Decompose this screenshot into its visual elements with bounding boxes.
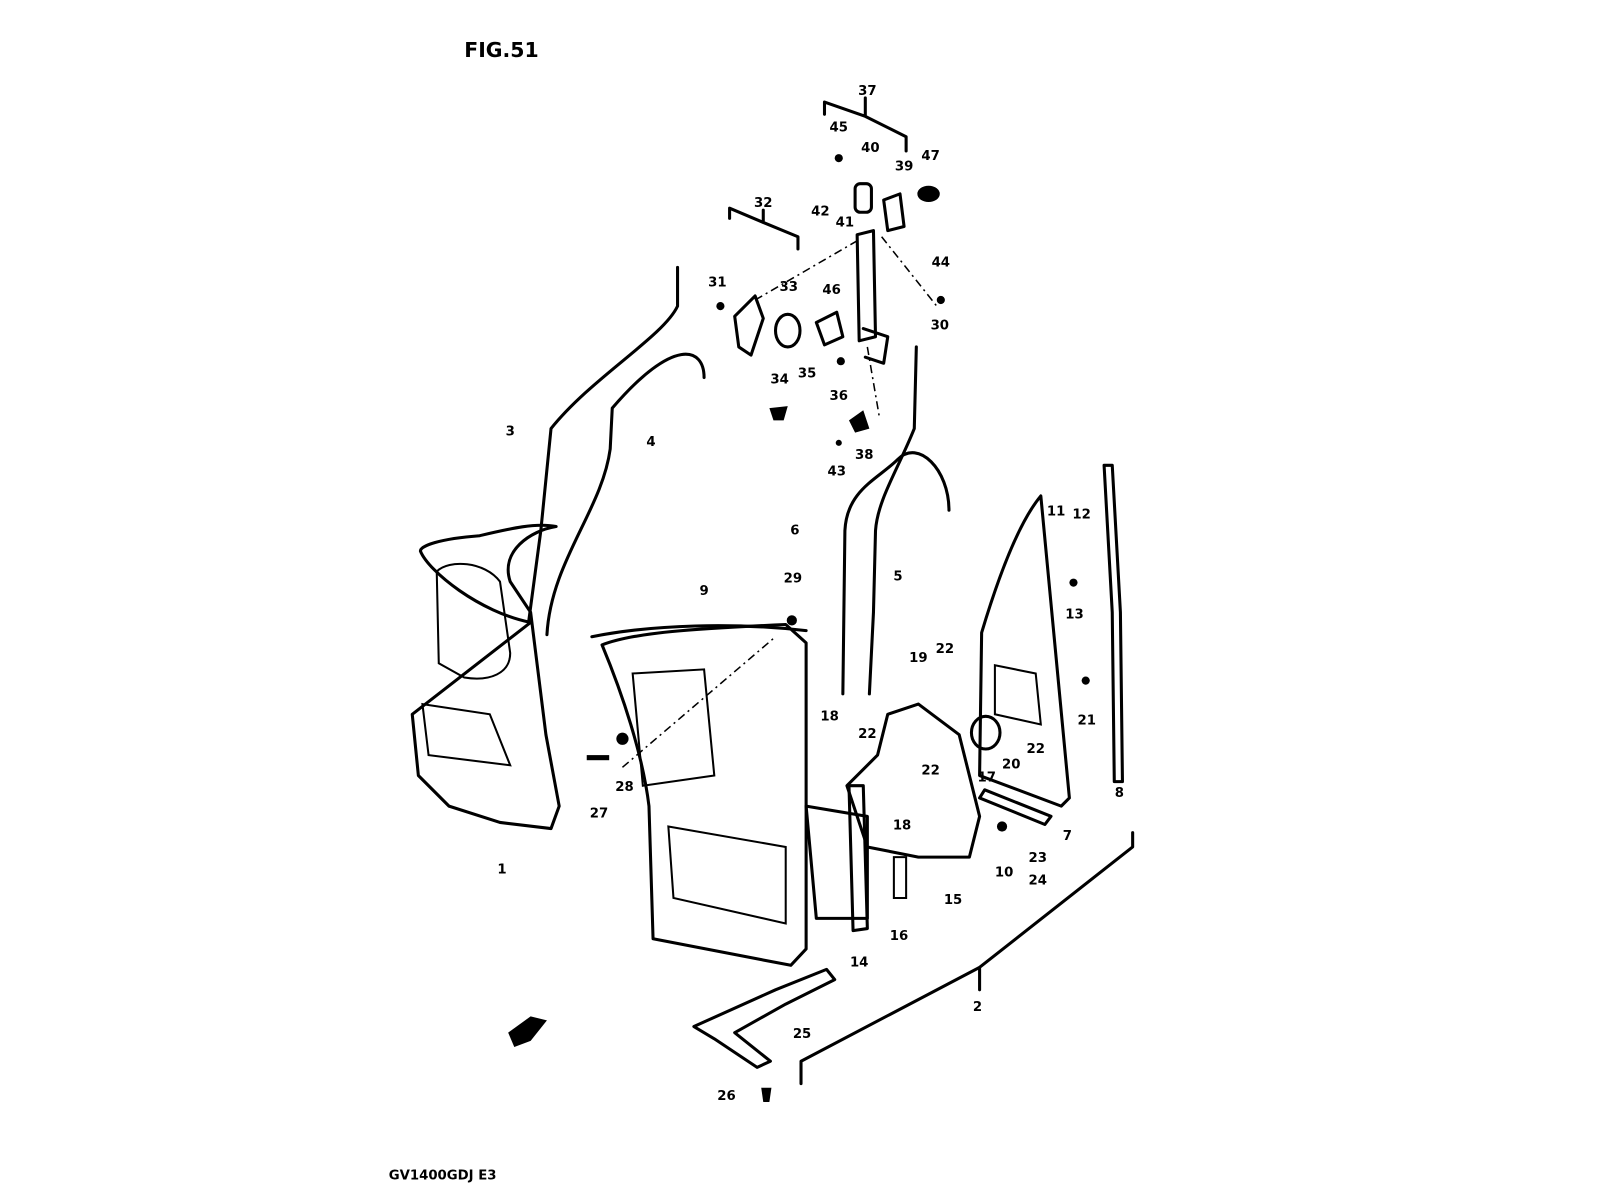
bracket-2: [799, 831, 1135, 1086]
callout-23: 23: [1029, 851, 1047, 866]
part-34-grommet: [769, 406, 788, 421]
callout-22: 22: [1026, 742, 1044, 757]
callout-13: 13: [1065, 607, 1083, 622]
part-2-upper-opening: [631, 668, 716, 787]
callout-31: 31: [708, 276, 726, 291]
part-5-cable: [867, 345, 918, 696]
callout-22: 22: [858, 727, 876, 742]
part-7-window: [993, 664, 1042, 726]
callout-14: 14: [850, 955, 868, 970]
callout-18: 18: [893, 819, 911, 834]
callout-20: 20: [1002, 757, 1020, 772]
callout-11: 11: [1047, 504, 1065, 519]
part-2-center-panel: [600, 622, 808, 967]
fasteners: [586, 154, 1090, 832]
leader-line: [621, 636, 777, 768]
callout-30: 30: [931, 319, 949, 334]
callout-17: 17: [978, 771, 996, 786]
part-31-lock: [733, 294, 765, 357]
model-code-footer: GV1400GDJ E3: [389, 1169, 497, 1184]
callout-32: 32: [754, 196, 772, 211]
callout-5: 5: [893, 570, 902, 585]
callout-28: 28: [615, 780, 633, 795]
part-17-grommet: [969, 714, 1002, 751]
part-40-latch: [853, 182, 873, 214]
callout-46: 46: [822, 283, 840, 298]
callout-6: 6: [790, 524, 799, 539]
part-37-hinge-post: [855, 229, 890, 365]
callout-45: 45: [830, 121, 848, 136]
part-33-knob: [773, 312, 802, 349]
callout-22: 22: [921, 763, 939, 778]
part-6-cable: [841, 451, 951, 696]
part-7-right-panel: [978, 494, 1071, 808]
callout-24: 24: [1029, 874, 1047, 889]
part-9-trim-strip: [590, 624, 808, 639]
callout-22: 22: [936, 642, 954, 657]
callout-27: 27: [590, 806, 608, 821]
part-8-seal-strip: [1102, 463, 1124, 784]
part-2-lower-opening: [667, 825, 787, 925]
bracket-37: [822, 96, 908, 153]
callout-35: 35: [798, 367, 816, 382]
part-4-cable: [545, 352, 706, 637]
callout-8: 8: [1115, 786, 1124, 801]
part-38-clip: [848, 410, 870, 433]
callout-38: 38: [855, 448, 873, 463]
callout-33: 33: [780, 280, 798, 295]
callout-12: 12: [1072, 507, 1090, 522]
figure-title: FIG.51: [464, 38, 538, 62]
callout-34: 34: [770, 373, 788, 388]
callout-29: 29: [784, 572, 802, 587]
callout-1: 1: [497, 862, 506, 877]
leader-line: [754, 236, 938, 419]
callout-25: 25: [793, 1027, 811, 1042]
callout-16: 16: [890, 929, 908, 944]
callout-3: 3: [506, 425, 515, 440]
callout-4: 4: [646, 435, 655, 450]
callout-37: 37: [858, 84, 876, 99]
part-15-inner-bracket: [845, 702, 982, 859]
part-26-screw: [761, 1087, 772, 1103]
bracket-32: [728, 206, 800, 251]
callout-10: 10: [995, 866, 1013, 881]
callout-41: 41: [836, 216, 854, 231]
part-39-bracket: [882, 192, 906, 233]
callout-42: 42: [811, 204, 829, 219]
callout-15: 15: [944, 893, 962, 908]
callout-26: 26: [717, 1089, 735, 1104]
part-23-strip: [978, 788, 1053, 827]
callout-2: 2: [973, 1000, 982, 1015]
part-3-cable: [527, 265, 680, 624]
callout-9: 9: [699, 584, 708, 599]
part-16-plate: [804, 804, 869, 920]
part-1-lower-opening: [421, 702, 512, 767]
callout-43: 43: [828, 465, 846, 480]
part-14-rod: [847, 784, 869, 933]
part-47-cap: [917, 185, 940, 203]
callout-47: 47: [921, 149, 939, 164]
callout-18: 18: [820, 709, 838, 724]
part-25-stay: [692, 967, 837, 1069]
callout-labels: 37 45 40 39 47 42 41 44 32 31 33 46 30 3…: [497, 84, 1124, 1104]
callout-40: 40: [861, 141, 879, 156]
callout-36: 36: [830, 389, 848, 404]
callout-19: 19: [909, 651, 927, 666]
part-1-upper-opening: [435, 562, 512, 680]
part-16-leg: [892, 856, 908, 899]
callout-39: 39: [895, 159, 913, 174]
callout-7: 7: [1063, 829, 1072, 844]
callout-21: 21: [1078, 713, 1096, 728]
callout-44: 44: [932, 255, 950, 270]
part-46-clip: [814, 310, 845, 347]
reflector-part: [508, 1016, 547, 1047]
